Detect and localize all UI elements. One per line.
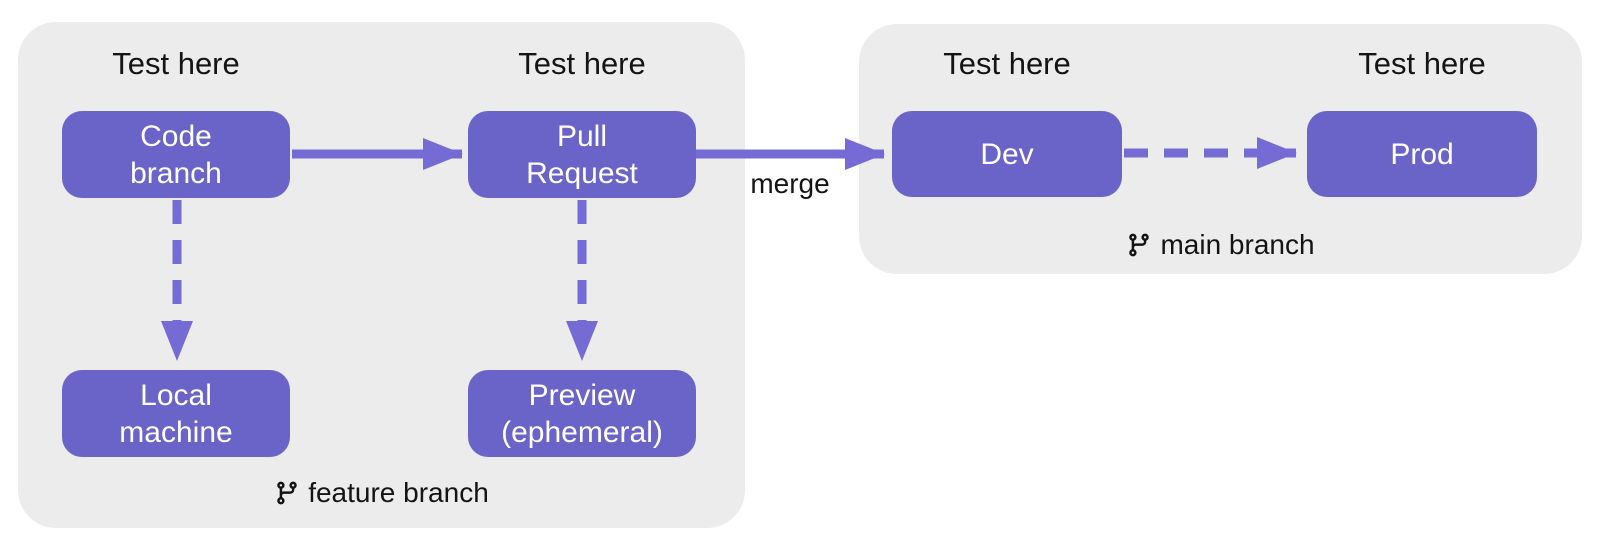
- node-label-line: machine: [119, 415, 233, 449]
- feature-branch-caption: feature branch: [18, 477, 745, 509]
- main-branch-caption-text: main branch: [1160, 229, 1315, 260]
- node-label-line: Prod: [1390, 137, 1454, 171]
- node-local-machine: Local machine: [62, 370, 290, 457]
- node-preview-ephemeral: Preview (ephemeral): [468, 370, 696, 457]
- node-label-line: Local: [140, 378, 212, 412]
- merge-edge-label: merge: [750, 168, 830, 199]
- node-label-line: Preview: [528, 378, 636, 412]
- test-here-label-dev: Test here: [943, 46, 1071, 81]
- git-branch-icon: [277, 481, 297, 505]
- main-branch-caption: main branch: [859, 229, 1582, 261]
- test-here-label-prod: Test here: [1358, 46, 1486, 81]
- node-dev: Dev: [892, 111, 1122, 197]
- node-label-line: Code: [140, 119, 212, 153]
- feature-branch-caption-text: feature branch: [308, 477, 489, 508]
- node-prod: Prod: [1307, 111, 1537, 197]
- test-here-label-code-branch: Test here: [112, 46, 240, 81]
- git-branch-icon: [1129, 233, 1150, 257]
- node-code-branch: Code branch: [62, 111, 290, 198]
- node-label-line: (ephemeral): [501, 415, 663, 449]
- node-pull-request: Pull Request: [468, 111, 696, 198]
- test-here-label-pull-request: Test here: [518, 46, 646, 81]
- node-label-line: Pull: [556, 119, 608, 153]
- node-label-line: Request: [526, 156, 638, 190]
- node-label-line: branch: [130, 156, 222, 190]
- node-label-line: Dev: [980, 137, 1034, 171]
